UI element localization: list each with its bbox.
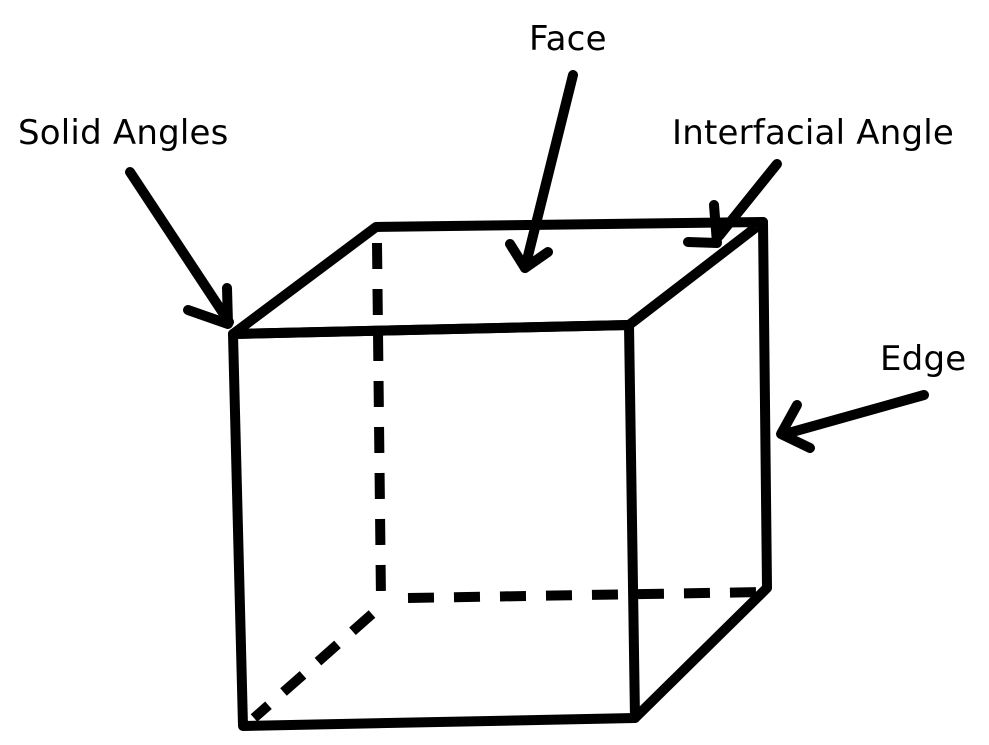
hidden-vertical-edge [372,242,386,601]
face-label: Face [529,19,607,59]
interfacial-angle-label: Interfacial Angle [672,113,954,153]
edge-arrow [776,390,929,453]
solid-angles-arrow [125,167,234,329]
face-arrow [505,70,578,273]
solid-angles-label: Solid Angles [18,113,229,153]
hidden-depth-edge [250,610,376,722]
right-face [630,217,772,723]
edge-label: Edge [880,339,967,379]
interfacial-angle-arrow [683,159,782,248]
top-face [228,217,768,339]
hidden-horizontal-edge [407,587,766,603]
hidden-edges [250,242,766,722]
front-face [228,320,640,731]
